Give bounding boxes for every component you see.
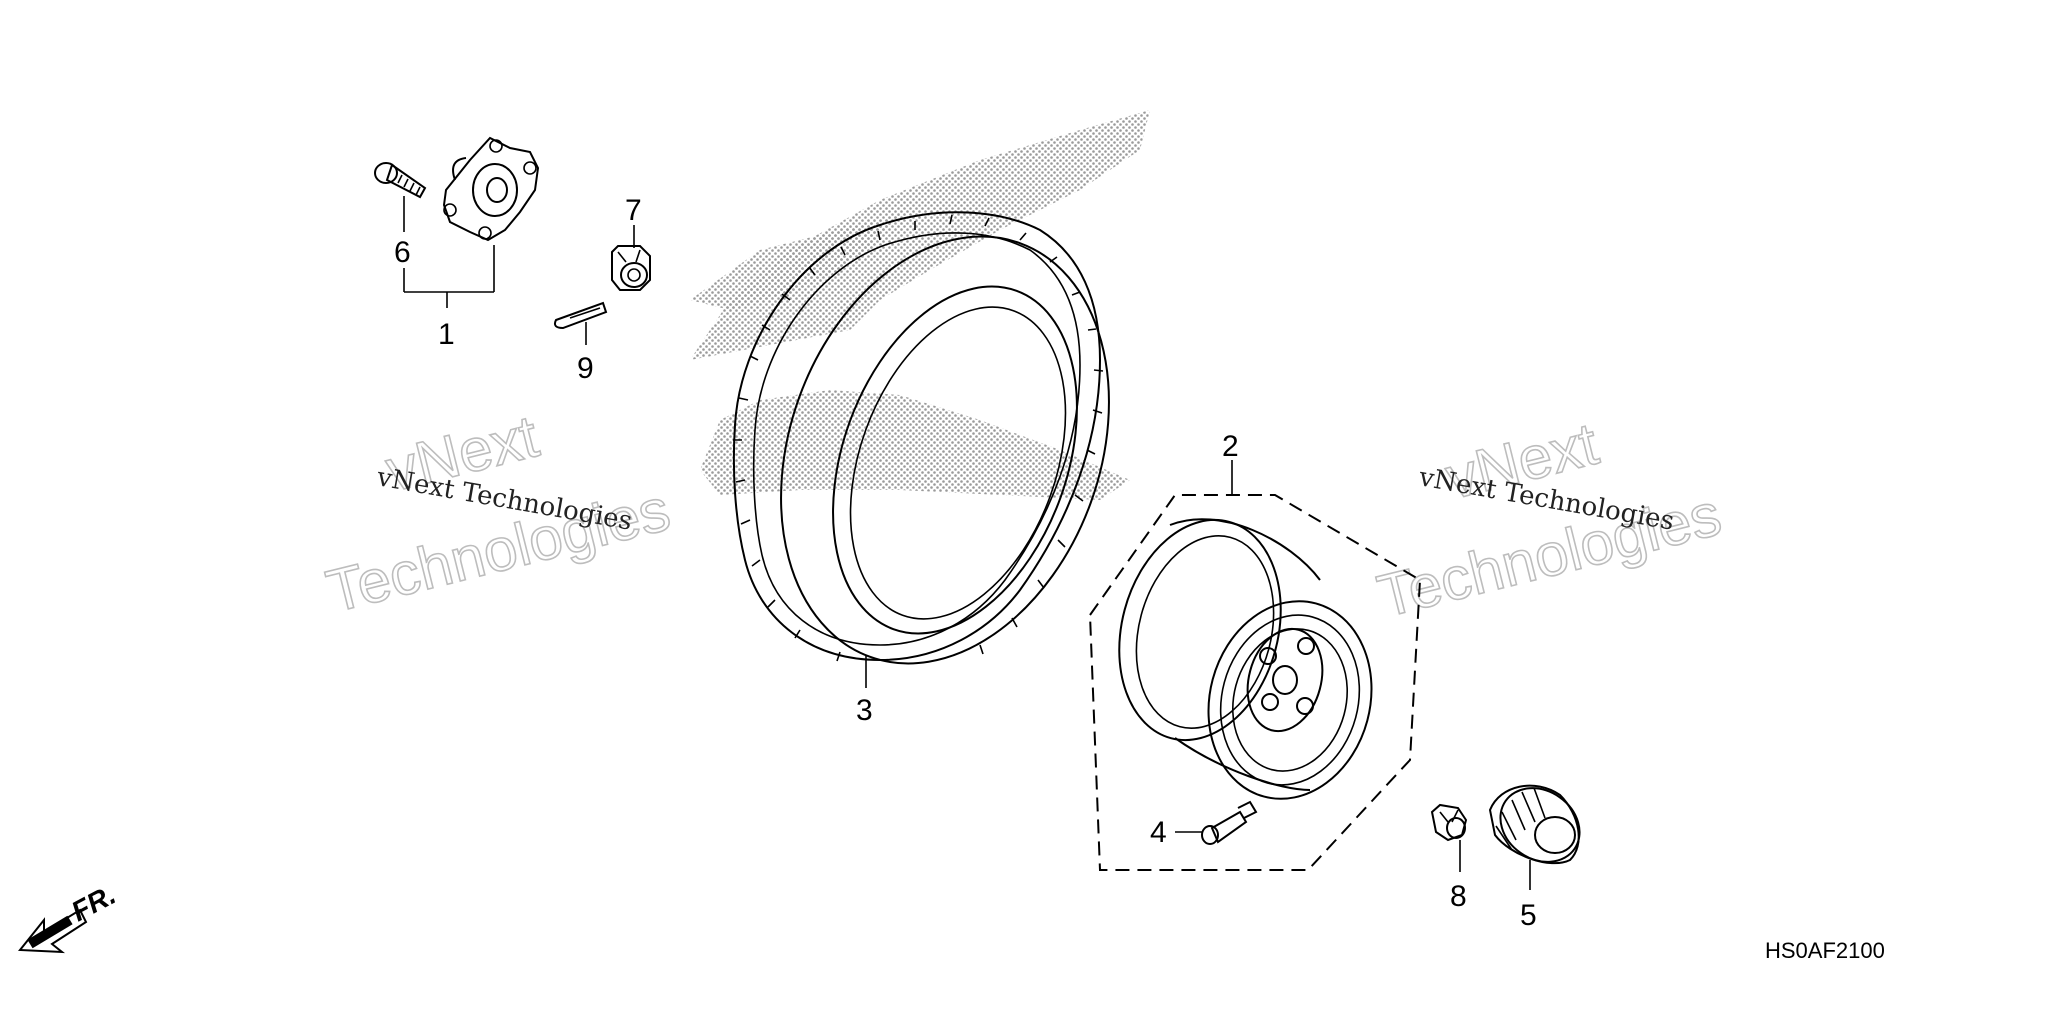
background-wing-logo bbox=[690, 110, 1150, 500]
front-direction-arrow: FR. bbox=[17, 879, 121, 954]
leader-lines bbox=[403, 196, 1531, 890]
callout-2: 2 bbox=[1222, 430, 1239, 463]
callout-1: 1 bbox=[438, 318, 455, 351]
part-9-cotter-pin bbox=[553, 301, 608, 330]
callout-6: 6 bbox=[394, 236, 411, 269]
part-7-nut bbox=[611, 245, 651, 291]
callout-9: 9 bbox=[577, 352, 594, 385]
part-8-lug-nut bbox=[1430, 803, 1468, 842]
callout-7: 7 bbox=[625, 194, 642, 227]
callout-4: 4 bbox=[1150, 816, 1167, 849]
part-4-valve bbox=[1201, 800, 1258, 845]
part-5-hub-cap bbox=[1488, 784, 1581, 865]
callout-8: 8 bbox=[1450, 880, 1467, 913]
diagram-code: HS0AF2100 bbox=[1765, 938, 1885, 963]
part-1-hub bbox=[442, 136, 540, 242]
part-6-bolt bbox=[374, 162, 427, 199]
callout-3: 3 bbox=[856, 694, 873, 727]
part-2-wheel-rim bbox=[1088, 494, 1422, 871]
part-3-tire bbox=[732, 211, 1110, 665]
callout-5: 5 bbox=[1520, 899, 1537, 932]
